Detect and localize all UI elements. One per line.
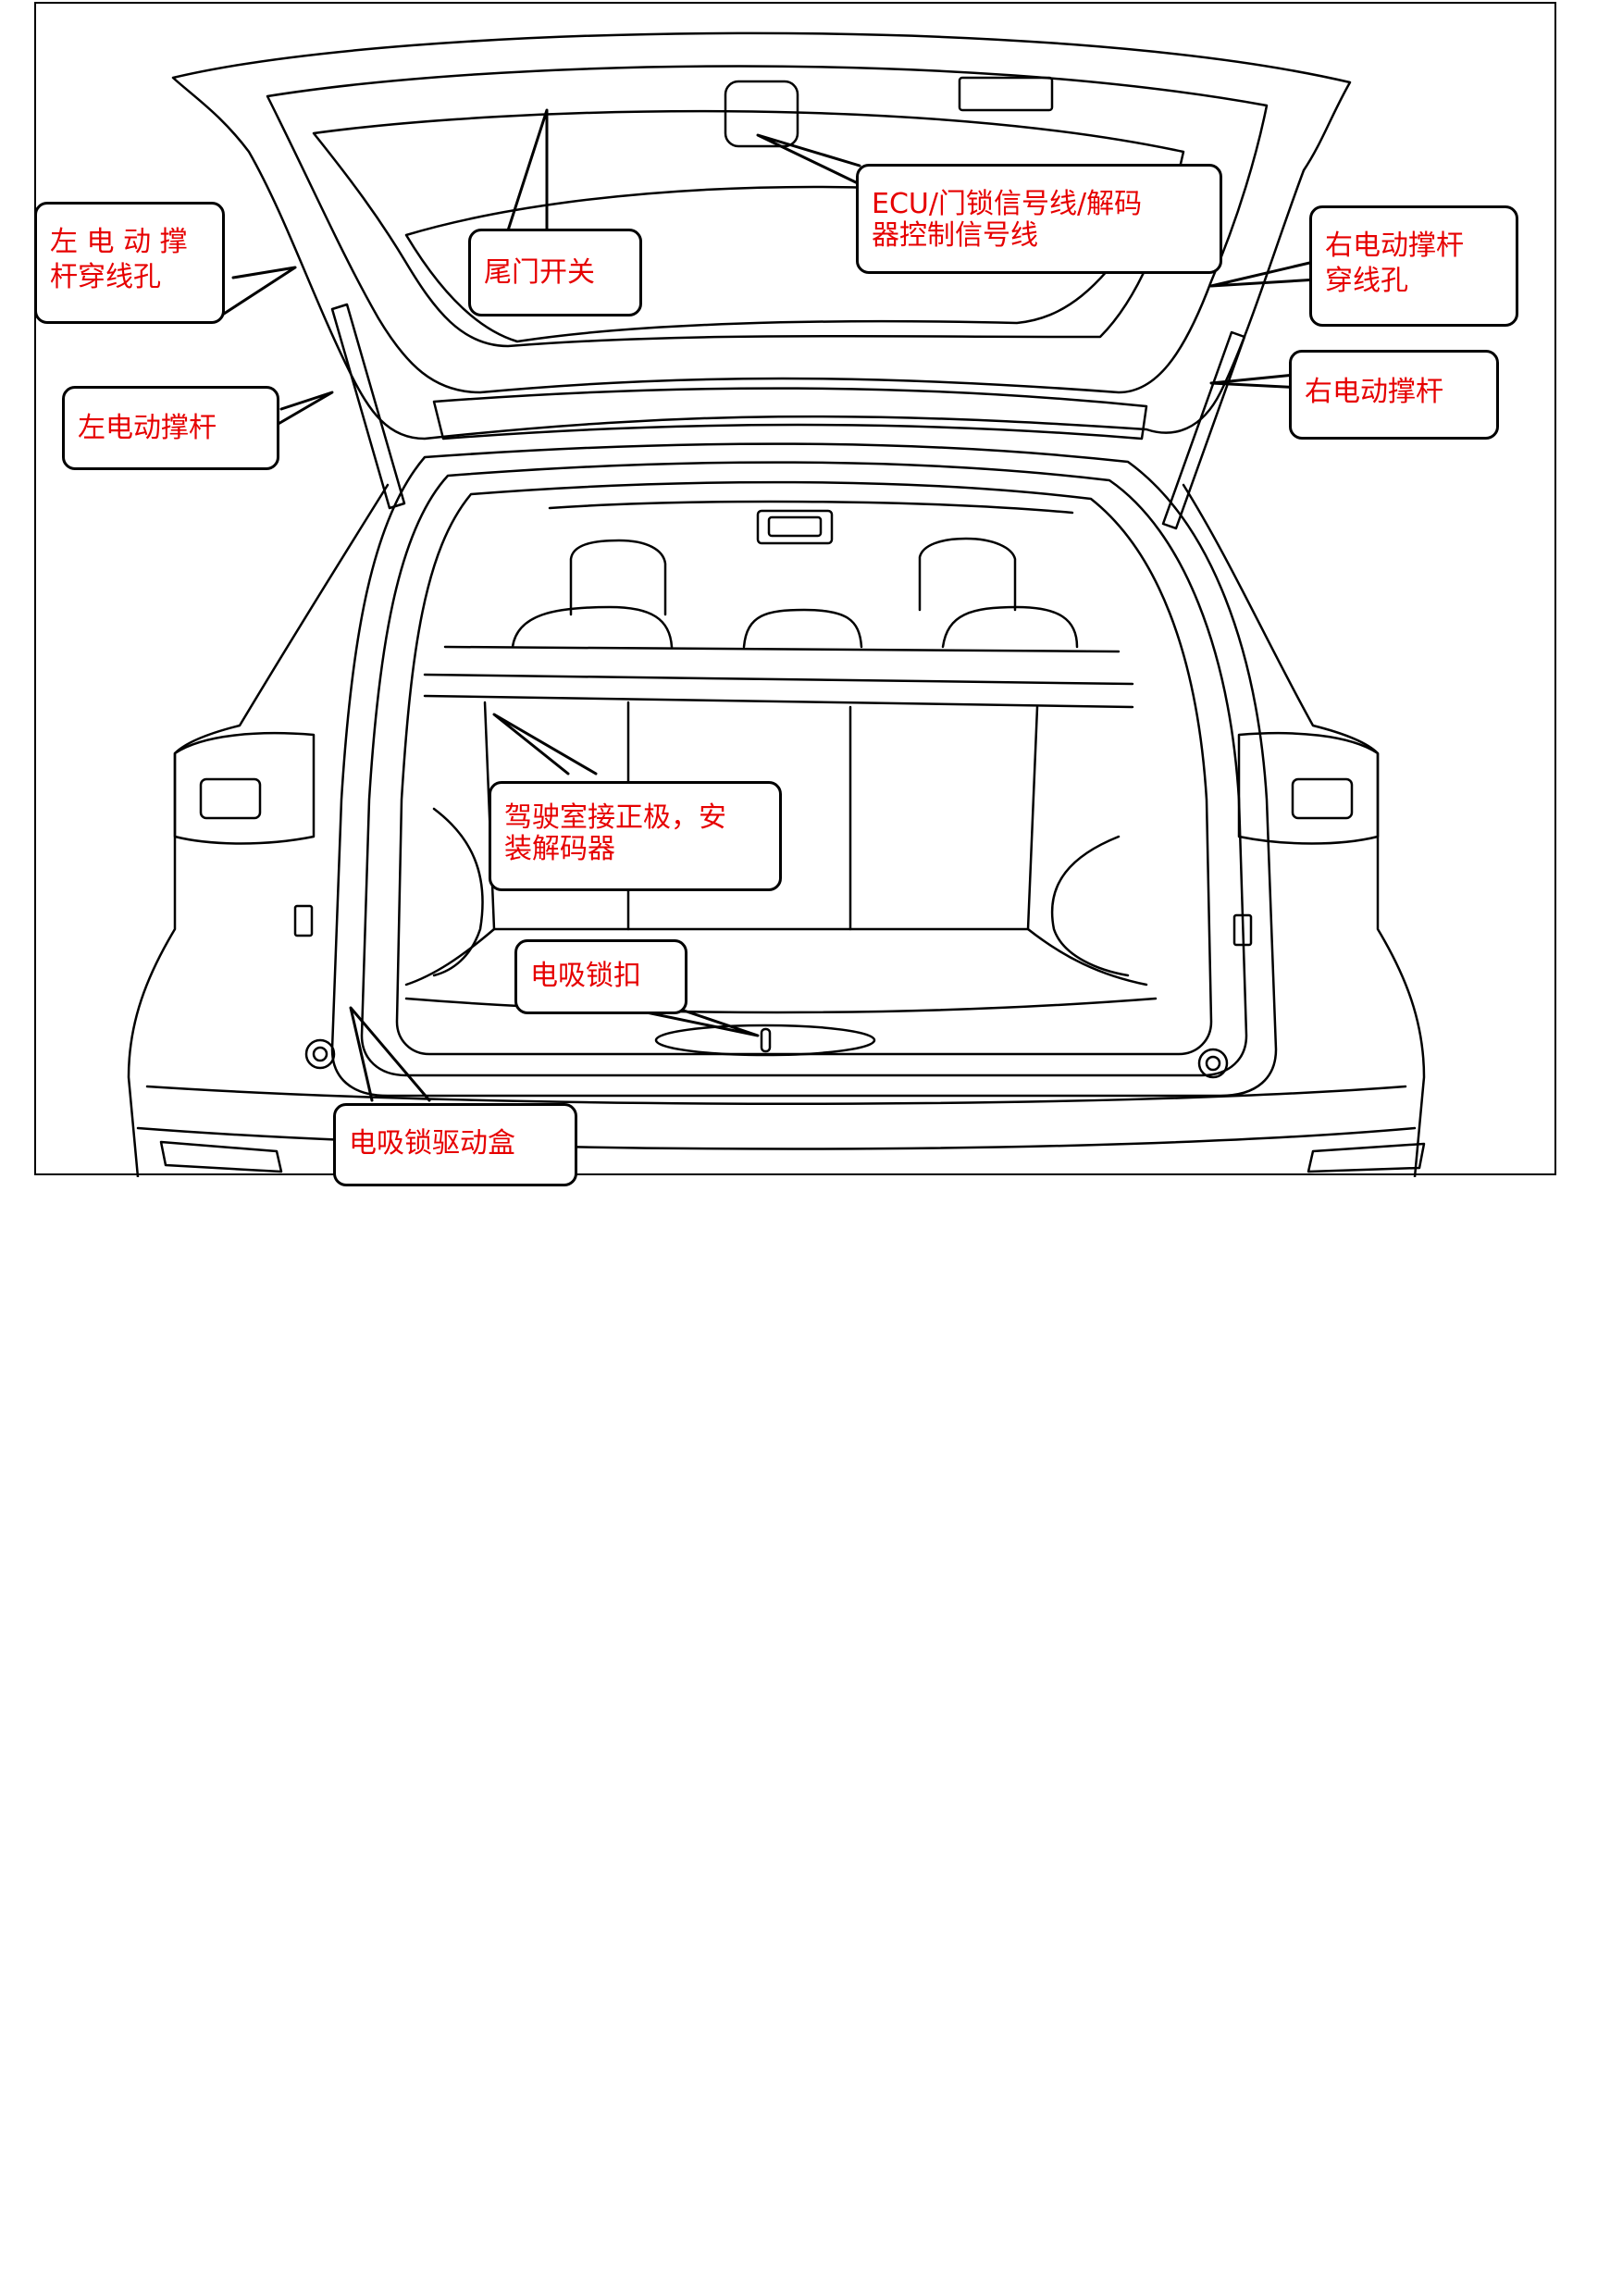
- pointer-latch-striker: [636, 1009, 760, 1037]
- callout-latch-striker: 电吸锁扣: [514, 939, 687, 1014]
- rear-window-inner: [404, 185, 1148, 343]
- right-wheel-arch: [1050, 835, 1130, 977]
- cargo-floor-right: [1026, 927, 1148, 987]
- cargo-cover-bottom: [423, 694, 1134, 709]
- latch-striker: [760, 1027, 772, 1053]
- pointer-right-strut-hole: [1209, 259, 1319, 288]
- trunk-opening-inner: [360, 461, 1248, 1077]
- callout-pointers: [222, 108, 1319, 1102]
- callout-left-strut-hole: 左 电 动 撑 杆穿线孔: [34, 202, 225, 324]
- cargo-cover-front: [423, 673, 1134, 686]
- left-headrest: [569, 539, 667, 616]
- pointer-right-strut: [1209, 372, 1306, 390]
- callout-right-strut: 右电动撑杆: [1289, 350, 1499, 440]
- left-reflector: [159, 1140, 283, 1173]
- body-outer-left: [127, 483, 390, 1177]
- car-line-drawing: [127, 31, 1426, 1177]
- seat-back-right: [1026, 705, 1039, 931]
- tailgate-outer-edge: [171, 31, 1352, 441]
- trunk-seal: [395, 480, 1213, 1056]
- left-tail-light-lens: [199, 777, 262, 820]
- pointer-tailgate-switch: [506, 108, 549, 232]
- left-bolt-inner: [312, 1046, 328, 1062]
- left-tail-light: [173, 731, 316, 845]
- latch-striker-recess: [654, 1024, 876, 1057]
- cargo-cover-top: [443, 645, 1121, 653]
- tailgate-inner-edge: [266, 65, 1269, 394]
- right-strut: [1161, 330, 1246, 530]
- pointer-latch-drive-box: [349, 1006, 431, 1102]
- callout-left-strut: 左电动撑杆: [62, 386, 279, 470]
- rear-view-mirror-inner: [767, 515, 823, 538]
- struts: [330, 303, 1246, 530]
- cabin-roof-line: [548, 500, 1074, 515]
- right-rear-seat-top: [941, 605, 1079, 649]
- left-side-switch: [293, 904, 314, 937]
- right-reflector: [1307, 1142, 1426, 1173]
- cabin-interior: [404, 500, 1158, 1057]
- callout-cabin-positive: 驾驶室接正极，安 装解码器: [489, 781, 782, 891]
- left-rear-seat-top: [511, 605, 674, 649]
- center-rear-seat-top: [742, 608, 863, 649]
- callout-right-strut-hole: 右电动撑杆 穿线孔: [1309, 205, 1518, 327]
- pointer-ecu-signal: [756, 133, 861, 186]
- callout-tailgate-switch: 尾门开关: [468, 229, 642, 316]
- tailgate-lower-strip: [432, 387, 1148, 441]
- right-tail-light: [1237, 731, 1380, 845]
- right-bolt: [1197, 1048, 1229, 1079]
- pointer-left-strut: [275, 391, 334, 427]
- bumper-line: [145, 1085, 1407, 1105]
- bumper-line-lower: [136, 1126, 1417, 1150]
- cargo-floor-front: [404, 997, 1158, 1014]
- right-side-switch: [1232, 913, 1253, 947]
- body-outer-right: [1182, 483, 1426, 1177]
- right-headrest: [918, 537, 1017, 612]
- car-body: [127, 442, 1426, 1177]
- license-lamp-recess: [724, 80, 799, 148]
- cargo-floor-left: [404, 927, 496, 987]
- right-bolt-inner: [1205, 1055, 1221, 1072]
- callout-ecu-signal: ECU/门锁信号线/解码 器控制信号线: [856, 164, 1222, 274]
- diagram-frame: [34, 2, 1556, 1177]
- tail-lights: [173, 731, 1380, 1079]
- trunk-opening-outer: [330, 442, 1278, 1098]
- left-bolt: [304, 1038, 336, 1070]
- rear-view-mirror: [756, 509, 834, 545]
- left-wheel-arch: [432, 807, 484, 977]
- left-strut: [330, 303, 406, 510]
- tailgate-badge: [958, 76, 1054, 112]
- right-tail-light-lens: [1291, 777, 1354, 820]
- pointer-left-strut-hole: [222, 266, 297, 316]
- callout-latch-drive-box: 电吸锁驱动盒: [333, 1103, 577, 1186]
- tailgate: [171, 31, 1352, 441]
- pointer-cabin-positive: [492, 713, 598, 776]
- rear-window: [312, 109, 1185, 348]
